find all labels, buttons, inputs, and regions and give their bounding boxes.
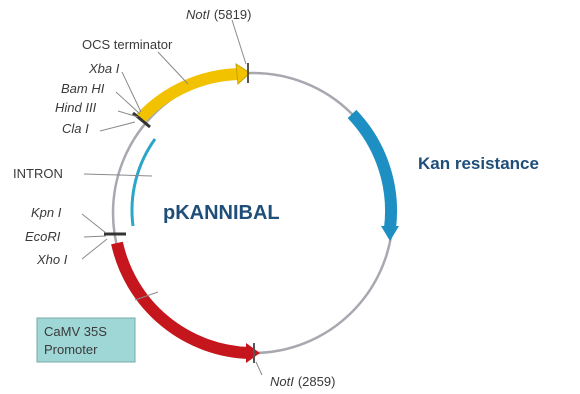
not1-bottom-label: NotI(2859) <box>270 374 335 389</box>
hind-site-label: Hind III <box>55 100 97 115</box>
camv-35s-label-line2: Promoter <box>44 342 98 357</box>
leader-lines <box>81 19 263 376</box>
kan-resistance-arrowhead <box>381 226 399 241</box>
kan-resistance-label: Kan resistance <box>418 154 539 173</box>
camv-35s-arc <box>111 241 251 359</box>
intron-arc <box>130 138 157 227</box>
eco-site-label: EcoRI <box>25 229 61 244</box>
xba-site-label: Xba I <box>88 61 120 76</box>
intron-label: INTRON <box>13 166 63 181</box>
ocs-terminator-arrowhead <box>235 63 251 86</box>
cla-site-label: Cla I <box>62 121 89 136</box>
camv-35s-box <box>36 317 136 363</box>
plasmid-name: pKANNIBAL <box>163 202 280 224</box>
bam-site-label: Bam HI <box>61 81 105 96</box>
kpn-site-label: Kpn I <box>31 205 62 220</box>
mcs1-tick <box>132 111 151 129</box>
ocs-terminator-label: OCS terminator <box>82 37 173 52</box>
not1-top-label: NotI(5819) <box>186 7 251 22</box>
kan-resistance-arc <box>347 109 398 229</box>
camv-35s-label-line1: CaMV 35S <box>44 324 107 339</box>
xho-site-label: Xho I <box>36 252 68 267</box>
ocs-terminator-arc <box>136 68 240 123</box>
